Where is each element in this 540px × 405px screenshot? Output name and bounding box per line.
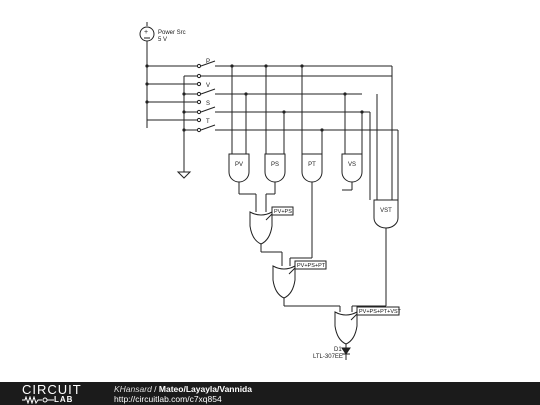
led-ref: D1 [334, 347, 342, 353]
switch-s[interactable] [147, 99, 370, 115]
node-label-or1-text: PV+PS [274, 209, 292, 215]
and-gate-ps[interactable] [264, 153, 286, 183]
switch-p[interactable] [147, 60, 392, 79]
and-gate-vs-label: VS [348, 162, 356, 168]
switch-v[interactable] [147, 81, 362, 97]
and-gate-pt-label: PT [308, 162, 316, 168]
circuit-url[interactable]: http://circuitlab.com/c7xq854 [114, 394, 222, 404]
and-gate-pv-label: PV [235, 162, 243, 168]
circuit-title[interactable]: Mateo/Layayla/Vannida [158, 384, 252, 394]
led-d1[interactable] [341, 347, 351, 360]
power-source[interactable]: + [139, 22, 155, 45]
author-name[interactable]: KHansard [114, 384, 152, 394]
switch-s-label: S [206, 101, 210, 107]
gate-output-wires [238, 182, 387, 312]
circuitlab-logo[interactable]: CIRCUIT LAB [22, 383, 102, 404]
node-label-or3: PV+PS+PT+VST [350, 306, 402, 321]
node-label-or3-text: PV+PS+PT+VST [359, 309, 402, 315]
and-gate-vs[interactable] [341, 153, 363, 183]
node-label-or2: PV+PS+PT [288, 260, 327, 275]
schematic-canvas: + Power Src 5 V P V S T [139, 22, 402, 360]
credit-separator: / [151, 384, 159, 394]
led-part: LTL-307EE [313, 354, 343, 360]
junctions [145, 64, 364, 132]
ground [176, 75, 197, 179]
footer-bar: CIRCUIT LAB KHansard / Mateo/Layayla/Van… [0, 382, 540, 405]
logo-text-top: CIRCUIT [22, 382, 82, 397]
power-source-name: Power Src [158, 30, 186, 36]
and-gate-vst[interactable] [373, 199, 399, 229]
gate-input-wires [231, 66, 399, 200]
switch-t-label: T [206, 119, 210, 125]
and-gate-pt[interactable] [301, 153, 323, 183]
logo-text-bottom: LAB [54, 395, 74, 404]
and-gate-ps-label: PS [271, 162, 279, 168]
node-label-or2-text: PV+PS+PT [297, 263, 326, 269]
and-gate-pv[interactable] [228, 153, 250, 183]
and-gate-vst-label: VST [380, 208, 392, 214]
switch-p-label: P [206, 59, 210, 65]
schematic-svg: + Power Src 5 V P V S T [139, 22, 402, 360]
credit-line: KHansard / Mateo/Layayla/Vannida [114, 384, 252, 394]
power-source-value: 5 V [158, 37, 167, 43]
waveform-icon [22, 396, 54, 404]
switch-v-label: V [206, 83, 210, 89]
svg-text:+: + [144, 29, 148, 36]
node-label-or1: PV+PS [265, 206, 294, 221]
